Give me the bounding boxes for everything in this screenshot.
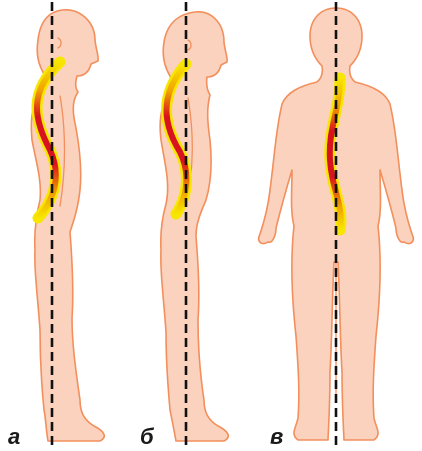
body-silhouette bbox=[160, 12, 228, 441]
panel-label-a: а bbox=[8, 424, 20, 449]
panel-a: а bbox=[8, 2, 104, 449]
panel-label-b: б bbox=[140, 424, 155, 449]
panel-label-v: в bbox=[270, 424, 283, 449]
panel-b: б bbox=[140, 2, 228, 449]
panel-v: в bbox=[259, 2, 414, 449]
